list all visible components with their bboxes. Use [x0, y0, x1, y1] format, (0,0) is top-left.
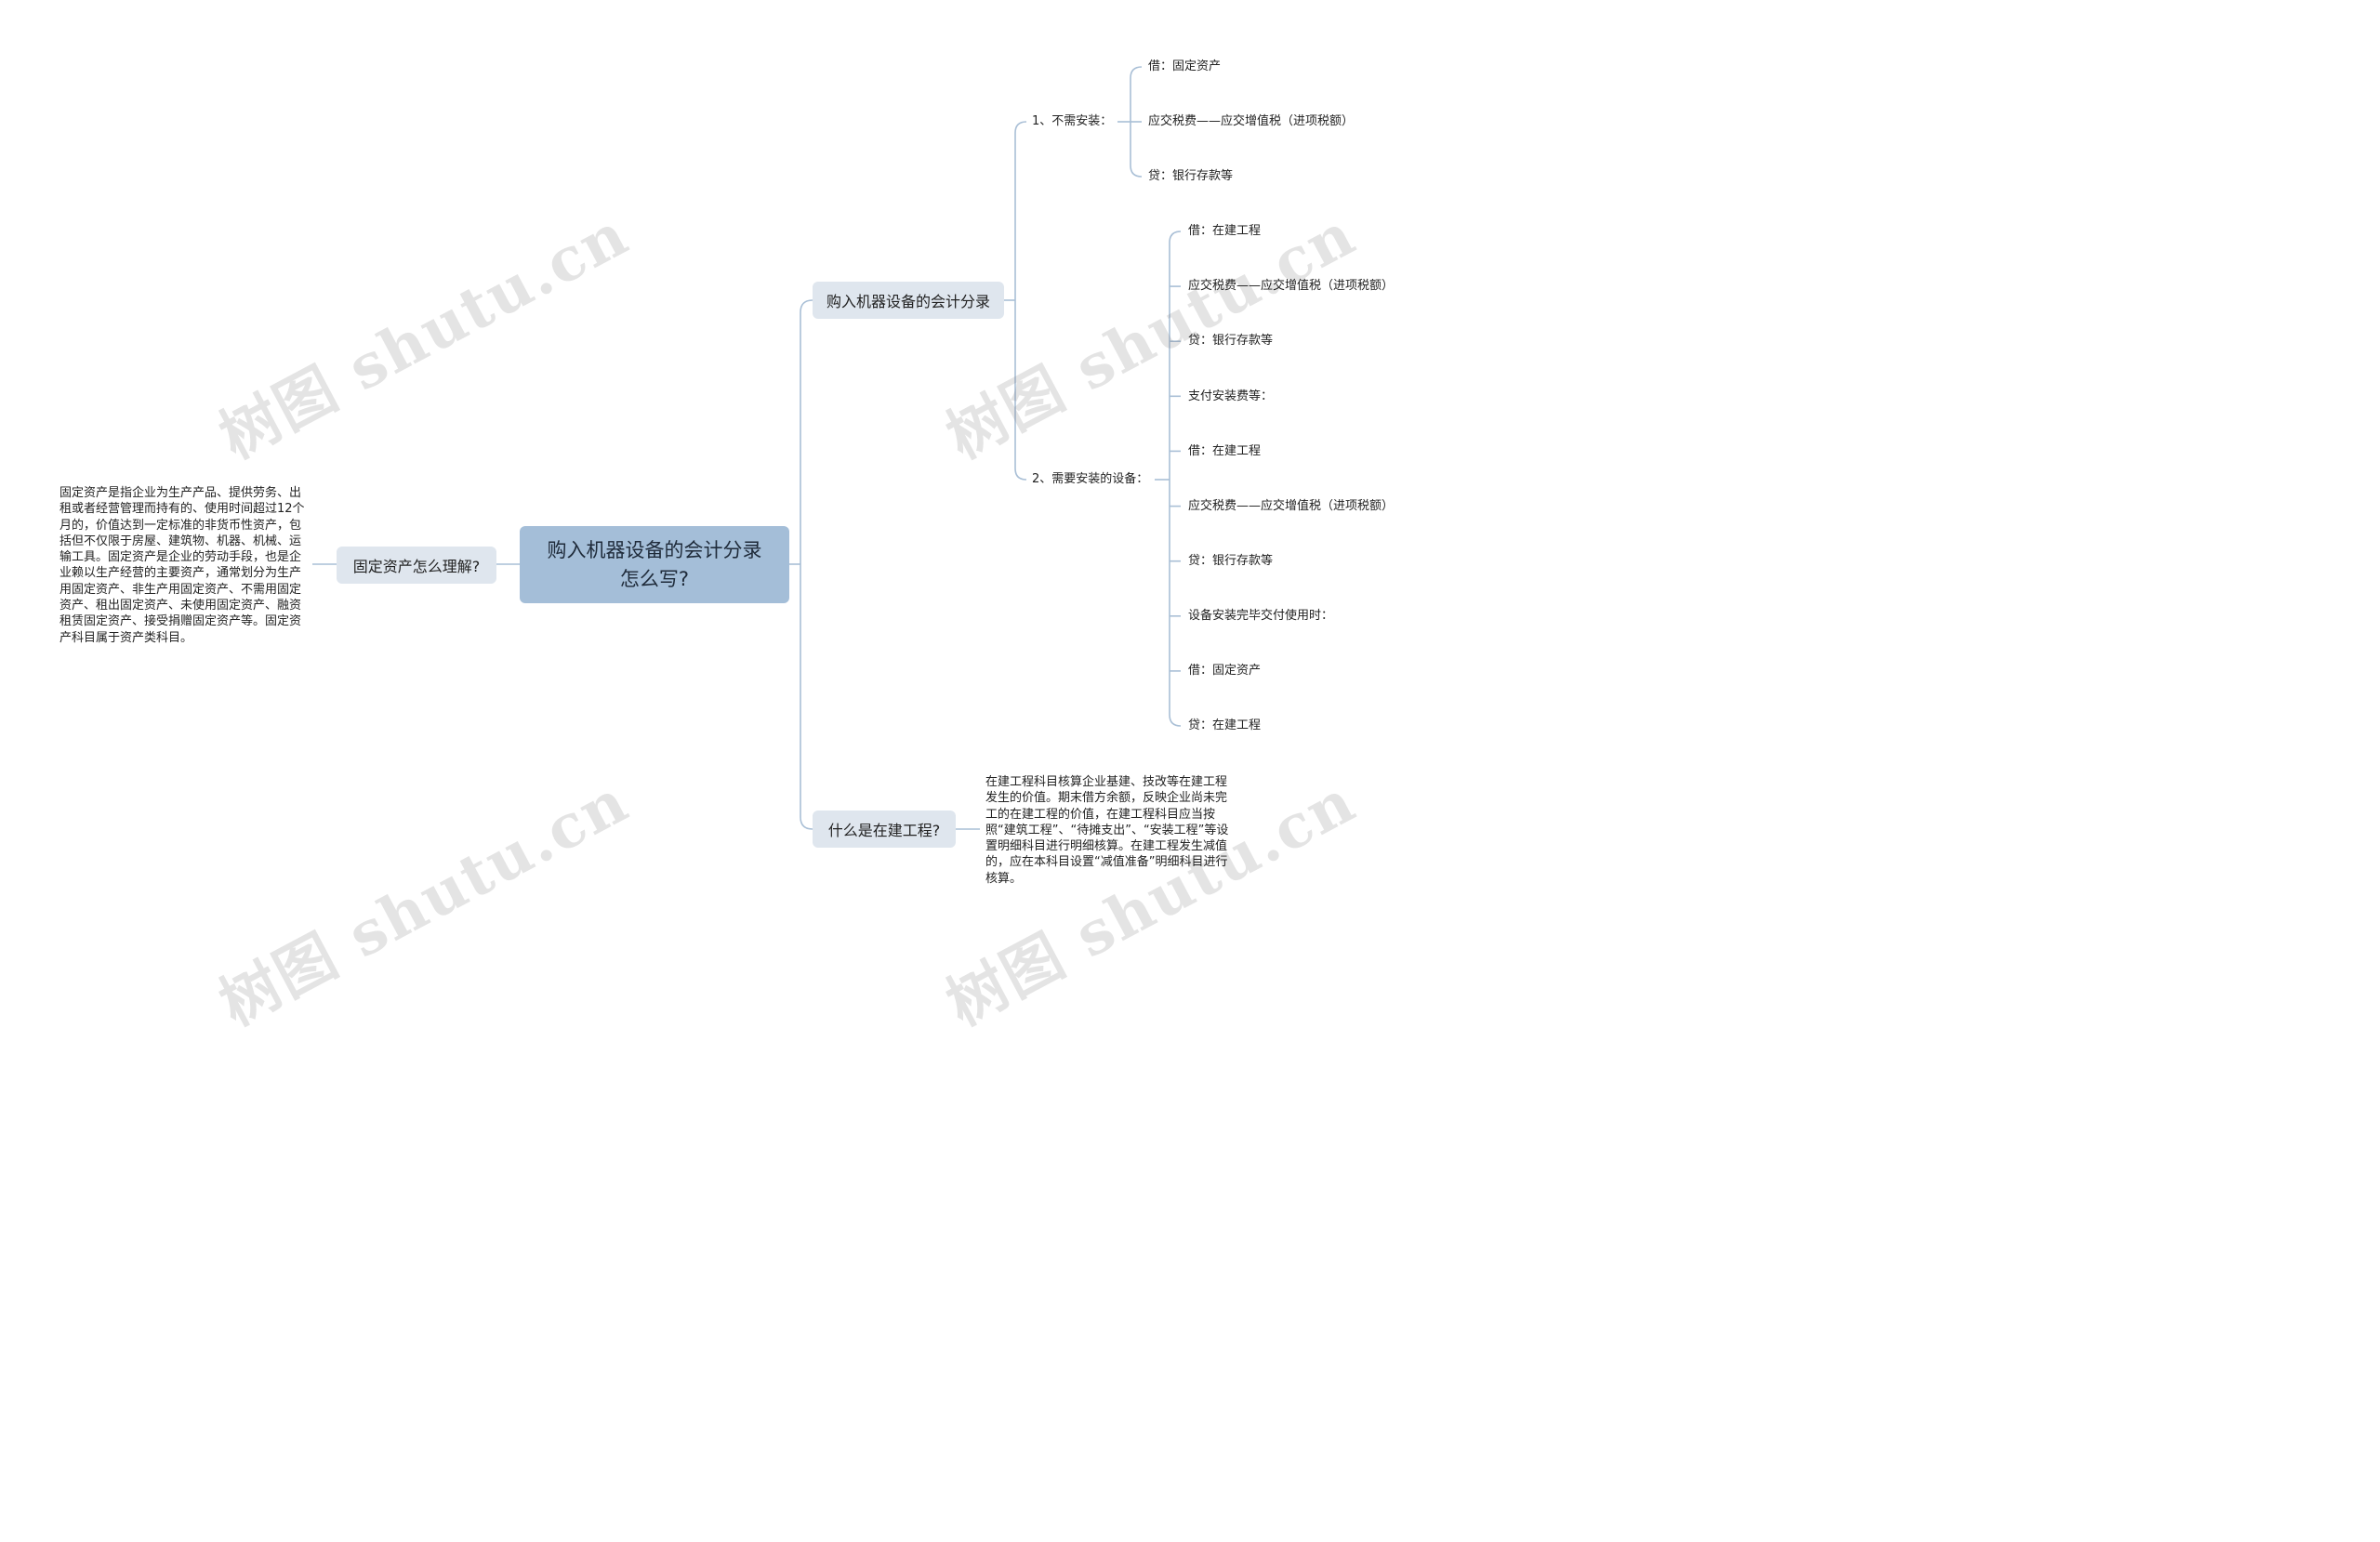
watermark: 树图 shutu.cn — [208, 766, 641, 1040]
connector-right-trunk — [800, 299, 813, 830]
leaf-no-install[interactable]: 借：固定资产 — [1148, 59, 1222, 73]
root-topic-line-2: 怎么写? — [619, 567, 690, 590]
topic-buy-equipment-entries[interactable]: 购入机器设备的会计分录 — [813, 282, 1004, 319]
leaf-no-install[interactable]: 应交税费——应交增值税（进项税额） — [1148, 114, 1355, 128]
watermark: 树图 shutu.cn — [208, 199, 641, 473]
leaf-need-install[interactable]: 贷：在建工程 — [1188, 718, 1262, 732]
leaf-need-install[interactable]: 贷：银行存款等 — [1188, 554, 1274, 568]
fixed-assets-description: 固定资产是指企业为生产产品、提供劳务、出租或者经营管理而持有的、使用时间超过12… — [60, 486, 305, 645]
leaf-need-install[interactable]: 应交税费——应交增值税（进项税额） — [1188, 279, 1395, 293]
mindmap-canvas: 树图 shutu.cn 树图 shutu.cn 树图 shutu.cn 树图 s… — [0, 0, 1450, 1040]
leaf-need-install[interactable]: 贷：银行存款等 — [1188, 334, 1274, 348]
connector-buy-trunk — [1014, 121, 1027, 481]
root-topic-line-1: 购入机器设备的会计分录 — [547, 538, 762, 561]
leaf-need-install[interactable]: 借：在建工程 — [1188, 224, 1262, 238]
connector-needinstall-trunk — [1169, 231, 1182, 727]
leaf-no-install[interactable]: 贷：银行存款等 — [1148, 169, 1234, 183]
construction-in-progress-description: 在建工程科目核算企业基建、技改等在建工程发生的价值。期末借方余额，反映企业尚未完… — [985, 775, 1229, 886]
connector-noinstall-trunk — [1130, 66, 1143, 178]
watermark: 树图 shutu.cn — [935, 199, 1368, 473]
topic-construction-in-progress[interactable]: 什么是在建工程? — [813, 811, 956, 848]
subtopic-no-install[interactable]: 1、不需安装： — [1032, 114, 1113, 128]
leaf-need-install[interactable]: 设备安装完毕交付使用时： — [1188, 609, 1334, 623]
leaf-need-install[interactable]: 应交税费——应交增值税（进项税额） — [1188, 499, 1395, 513]
root-topic[interactable]: 购入机器设备的会计分录 怎么写? — [520, 526, 789, 603]
subtopic-need-install[interactable]: 2、需要安装的设备： — [1032, 472, 1149, 486]
leaf-need-install[interactable]: 借：在建工程 — [1188, 444, 1262, 458]
leaf-need-install[interactable]: 借：固定资产 — [1188, 664, 1262, 678]
leaf-need-install[interactable]: 支付安装费等： — [1188, 389, 1274, 403]
topic-fixed-assets[interactable]: 固定资产怎么理解? — [337, 547, 496, 584]
